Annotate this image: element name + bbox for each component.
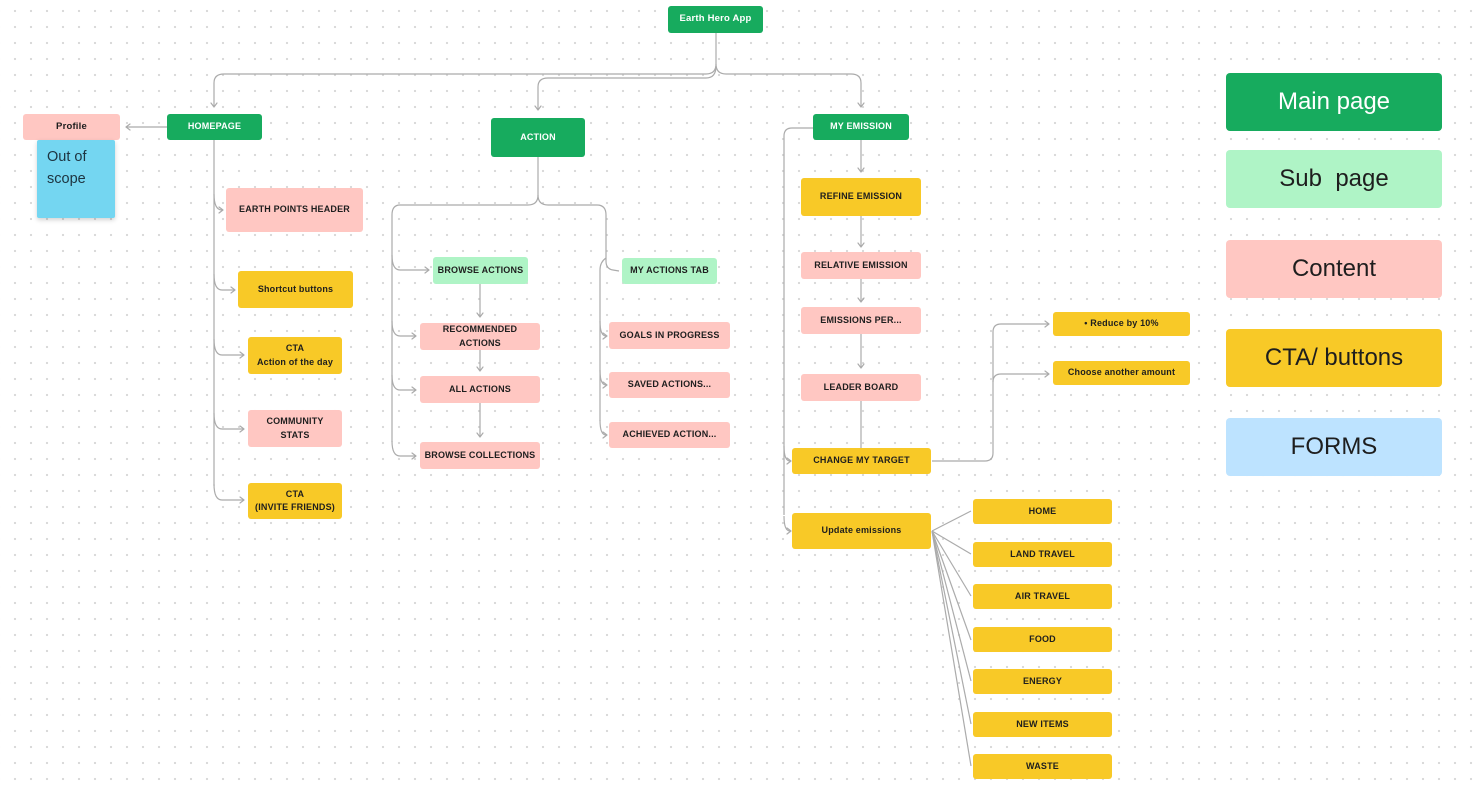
node-food[interactable]: FOOD [973, 627, 1112, 652]
node-cta-action-of-the-day[interactable]: CTA Action of the day [248, 337, 342, 374]
node-waste[interactable]: WASTE [973, 754, 1112, 779]
node-recommended-actions[interactable]: RECOMMENDED ACTIONS [420, 323, 540, 350]
legend-cta-buttons[interactable]: CTA/ buttons [1226, 329, 1442, 387]
node-earth-hero-app[interactable]: Earth Hero App [668, 6, 763, 33]
node-profile[interactable]: Profile [23, 114, 120, 140]
node-earth-points-header[interactable]: EARTH POINTS HEADER [226, 188, 363, 232]
legend-content[interactable]: Content [1226, 240, 1442, 298]
node-emissions-per[interactable]: EMISSIONS PER... [801, 307, 921, 334]
legend-main-page[interactable]: Main page [1226, 73, 1442, 131]
node-my-actions-tab[interactable]: MY ACTIONS TAB [622, 258, 717, 284]
node-refine-emission[interactable]: REFINE EMISSION [801, 178, 921, 216]
legend-content-label: Content [1291, 255, 1377, 282]
node-shortcut-buttons[interactable]: Shortcut buttons [238, 271, 353, 308]
node-browse-collections[interactable]: BROWSE COLLECTIONS [420, 442, 540, 469]
node-relative-emission[interactable]: RELATIVE EMISSION [801, 252, 921, 279]
node-air-travel[interactable]: AIR TRAVEL [973, 584, 1112, 609]
legend-sub-page-label: Sub page [1279, 165, 1389, 192]
node-change-my-target[interactable]: CHANGE MY TARGET [792, 448, 931, 474]
node-homepage[interactable]: HOMEPAGE [167, 114, 262, 140]
node-cta-invite-friends[interactable]: CTA (INVITE FRIENDS) [248, 483, 342, 519]
node-goals-in-progress[interactable]: GOALS IN PROGRESS [609, 322, 730, 349]
node-choose-another-amount[interactable]: Choose another amount [1053, 361, 1190, 385]
node-energy[interactable]: ENERGY [973, 669, 1112, 694]
node-home[interactable]: HOME [973, 499, 1112, 524]
node-land-travel[interactable]: LAND TRAVEL [973, 542, 1112, 567]
node-browse-actions[interactable]: BROWSE ACTIONS [433, 257, 528, 284]
node-new-items[interactable]: NEW ITEMS [973, 712, 1112, 737]
legend-sub-page[interactable]: Sub page [1226, 150, 1442, 208]
legend-forms-label: FORMS [1290, 433, 1378, 460]
sticky-out-of-scope[interactable]: Out of scope [37, 140, 115, 218]
legend-forms[interactable]: FORMS [1226, 418, 1442, 476]
node-achieved-action[interactable]: ACHIEVED ACTION... [609, 422, 730, 448]
node-reduce-by-10[interactable]: • Reduce by 10% [1053, 312, 1190, 336]
node-community-stats[interactable]: COMMUNITY STATS [248, 410, 342, 447]
node-all-actions[interactable]: ALL ACTIONS [420, 376, 540, 403]
node-saved-actions[interactable]: SAVED ACTIONS... [609, 372, 730, 398]
node-leader-board[interactable]: LEADER BOARD [801, 374, 921, 401]
legend-cta-buttons-label: CTA/ buttons [1264, 344, 1404, 371]
node-update-emissions[interactable]: Update emissions [792, 513, 931, 549]
node-my-emission[interactable]: MY EMISSION [813, 114, 909, 140]
node-action[interactable]: ACTION [491, 118, 585, 157]
legend-main-page-label: Main page [1277, 88, 1391, 115]
